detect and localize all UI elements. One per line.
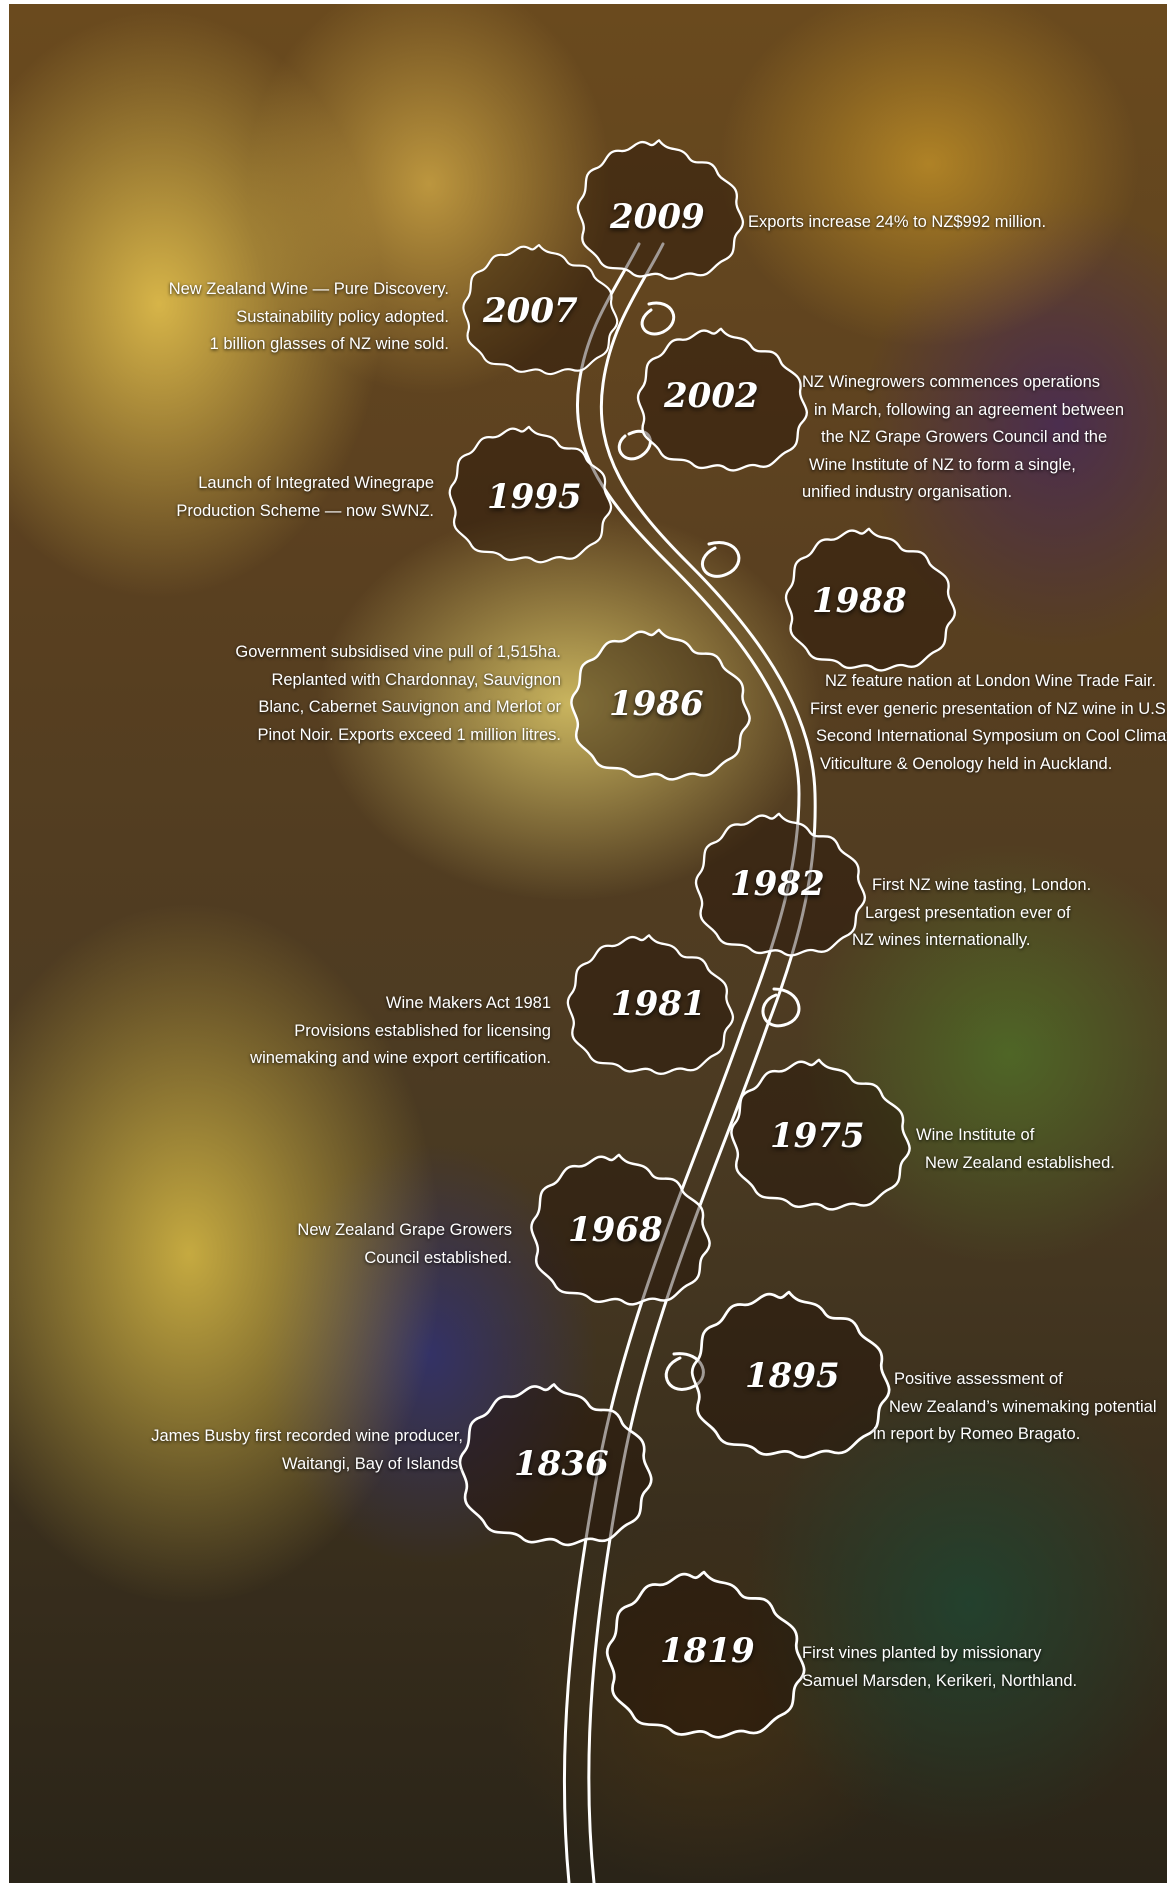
event-description: Launch of Integrated Winegrape Productio… <box>176 470 434 525</box>
event-description: NZ Winegrowers commences operations in M… <box>802 369 1124 507</box>
event-description: First vines planted by missionary Samuel… <box>802 1640 1077 1695</box>
year-label: 1995 <box>487 477 582 517</box>
year-label: 1895 <box>745 1356 840 1396</box>
year-label: 1836 <box>514 1444 609 1484</box>
event-description: New Zealand Wine — Pure Discovery. Susta… <box>169 276 449 359</box>
event-description: Government subsidised vine pull of 1,515… <box>235 639 561 749</box>
event-description: Wine Makers Act 1981 Provisions establis… <box>250 990 551 1073</box>
year-label: 2002 <box>664 376 759 416</box>
year-label: 1819 <box>660 1631 755 1671</box>
event-description: NZ feature nation at London Wine Trade F… <box>810 668 1167 778</box>
event-description: Exports increase 24% to NZ$992 million. <box>748 209 1046 237</box>
year-label: 1988 <box>812 581 907 621</box>
event-description: Positive assessment of New Zealand’s win… <box>867 1366 1157 1449</box>
event-description: Wine Institute of New Zealand establishe… <box>916 1122 1115 1177</box>
event-description: New Zealand Grape Growers Council establ… <box>297 1217 512 1272</box>
year-label: 1982 <box>730 864 825 904</box>
year-label: 2007 <box>483 291 578 331</box>
year-label: 1981 <box>611 984 706 1024</box>
timeline-poster: 2009 2007 2002 1995 1988 1986 1982 1981 … <box>9 4 1167 1883</box>
year-label: 1968 <box>568 1210 663 1250</box>
year-label: 1975 <box>770 1116 865 1156</box>
year-label: 1986 <box>609 684 704 724</box>
year-label: 2009 <box>610 197 705 237</box>
event-description: James Busby first recorded wine producer… <box>151 1423 463 1478</box>
event-description: First NZ wine tasting, London. Largest p… <box>852 872 1091 955</box>
